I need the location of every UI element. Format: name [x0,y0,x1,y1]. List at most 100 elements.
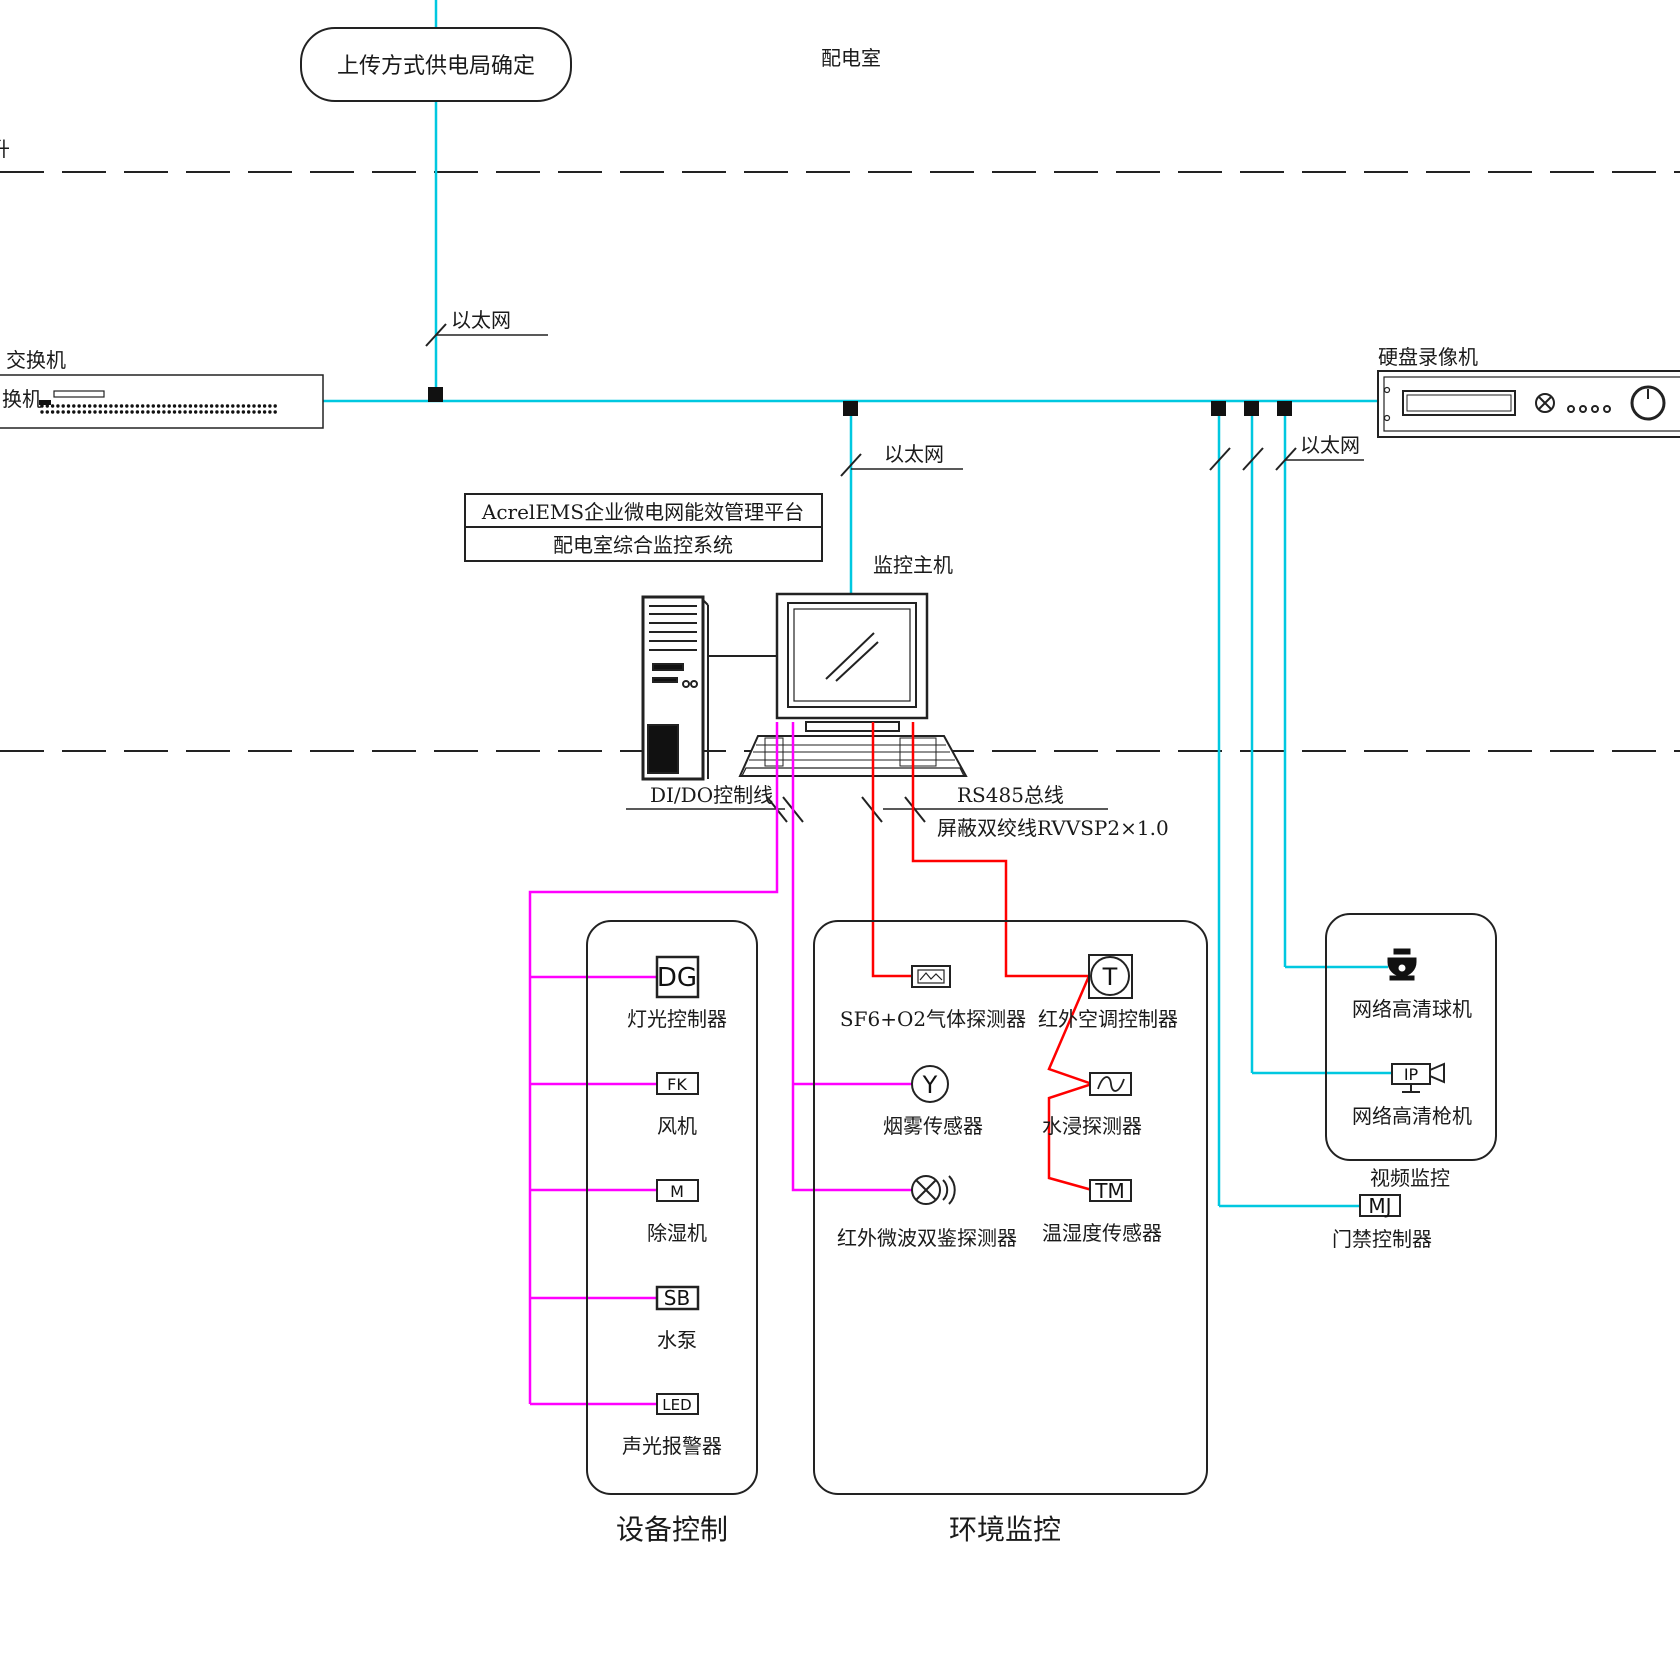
switch-port [50,404,55,408]
switch-port [236,410,240,414]
switch-port [262,404,267,408]
switch-port [98,410,103,414]
dido-control-wiring [528,722,912,1406]
water-pump-label: 水泵 [657,1328,697,1352]
switch-port [61,404,65,408]
switch-port [209,410,214,414]
switch-port [194,404,198,408]
switch-port [135,404,140,408]
bullet-camera-code: IP [1404,1065,1419,1084]
pc-keyboard [738,735,968,777]
switch-port [215,410,219,414]
dehumidifier-icon: M [656,1179,699,1202]
bullet-camera-label: 网络高清枪机 [1352,1104,1472,1128]
light-controller-label: 灯光控制器 [627,1007,727,1031]
alarm-icon: LED [656,1393,699,1415]
switch-port [125,404,129,408]
platform-title: AcrelEMS企业微电网能效管理平台 [481,500,804,524]
ethernet-label-underlines [436,334,1364,470]
switch-port [156,404,161,408]
switch-port [183,410,187,414]
switch-port [114,410,118,414]
switch-port [45,404,49,408]
switch-port [146,410,150,414]
switch-port [247,404,251,408]
gas-detector-icon [911,965,951,988]
switch-display [53,390,105,398]
network-junctions [428,387,1292,416]
switch-port [225,404,230,408]
switch-port [220,404,224,408]
water-leak-detector-label: 水浸探测器 [1042,1114,1142,1138]
equipment-control-title: 设备控制 [616,1513,728,1546]
switch-port [56,404,60,408]
switch-device [0,374,324,429]
switch-port [103,404,108,408]
switch-port [50,410,55,414]
switch-port [45,410,49,414]
equipment-control-group [586,920,758,1495]
switch-port [199,404,203,408]
switch-port [141,404,145,408]
switch-port [273,410,277,414]
switch-led-indicator [39,400,51,405]
switch-port [194,410,198,414]
switch-port [82,410,87,414]
switch-port [162,410,166,414]
dehumidifier-label: 除湿机 [647,1221,707,1245]
water-pump-icon: SB [655,1285,700,1311]
switch-port [130,404,134,408]
bullet-camera-icon: IP [1391,1062,1445,1093]
switch-port [119,404,124,408]
switch-port [167,404,171,408]
switch-port [241,404,246,408]
ac-controller-code: T [1102,963,1118,991]
switch-port [125,410,129,414]
switch-ports [40,404,277,414]
switch-port [72,404,76,408]
switch-port [262,410,267,414]
switch-port [61,410,65,414]
dome-camera-icon [1387,948,1417,981]
switch-port [109,410,113,414]
platform-subtitle: 配电室综合监控系统 [553,533,733,557]
switch-label-inner: 换机 [2,387,42,411]
switch-port [204,410,208,414]
smoke-sensor-label: 烟雾传感器 [883,1114,983,1138]
switch-port [252,410,256,414]
pc-monitor [775,592,929,732]
switch-port [135,410,140,414]
switch-port [199,410,203,414]
video-monitoring-title: 视频监控 [1370,1166,1450,1190]
switch-port [188,410,193,414]
ac-controller-icon: T [1088,954,1133,999]
dvr-label: 硬盘录像机 [1378,345,1478,369]
access-controller-icon: MJ [1359,1194,1401,1218]
switch-label: 交换机 [6,348,66,372]
switch-port [151,404,155,408]
fan-icon: FK [656,1072,699,1095]
switch-port [215,404,219,408]
switch-port [119,410,124,414]
environment-monitoring-group [813,920,1208,1495]
dehumidifier-code: M [670,1182,684,1201]
alarm-label: 声光报警器 [622,1434,722,1458]
light-controller-code: DG [657,963,697,993]
switch-port [151,410,155,414]
switch-port [77,404,81,408]
switch-port [93,410,97,414]
switch-port [167,410,171,414]
switch-port [172,410,177,414]
upload-method-text: 上传方式供电局确定 [337,54,535,79]
rs485-label: RS485总线 [957,783,1064,807]
ac-controller-label: 红外空调控制器 [1038,1007,1178,1031]
switch-port [114,404,118,408]
pir-microwave-detector-icon [911,1175,956,1205]
switch-port [146,404,150,408]
switch-port [247,410,251,414]
cable-spec-label: 屏蔽双绞线RVVSP2×1.0 [937,816,1169,840]
switch-port [82,404,87,408]
ethernet-label-2: 以太网 [884,442,944,466]
switch-port [93,404,97,408]
